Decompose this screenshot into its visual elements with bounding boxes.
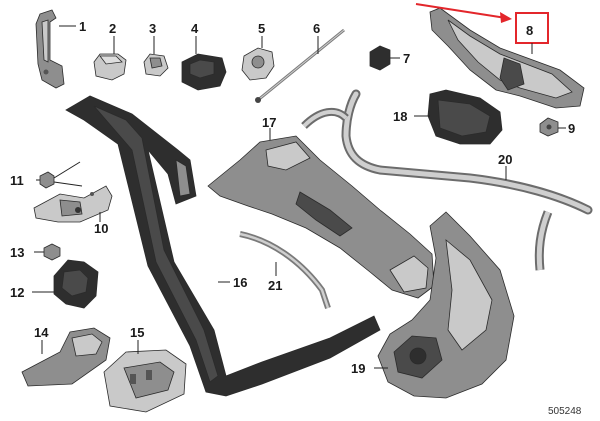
part-7-rubber-plug[interactable] — [369, 45, 391, 71]
highlight-arrow — [415, 3, 512, 23]
part-15-bracket[interactable] — [103, 349, 187, 413]
part-1-bracket[interactable] — [35, 9, 65, 89]
callout-5: 5 — [258, 21, 265, 36]
diagram-reference-number: 505248 — [548, 406, 582, 417]
callout-12: 12 — [10, 285, 24, 300]
callout-9: 9 — [568, 121, 575, 136]
part-13-nut[interactable] — [43, 243, 61, 261]
callout-2: 2 — [109, 21, 116, 36]
part-20-tube[interactable] — [301, 89, 593, 271]
callout-18: 18 — [393, 109, 407, 124]
part-19-housing[interactable] — [377, 211, 515, 399]
callout-16: 16 — [233, 275, 247, 290]
part-12-holder[interactable] — [53, 259, 99, 309]
callout-6: 6 — [313, 21, 320, 36]
part-16-support-bracket[interactable] — [65, 95, 381, 397]
part-10-bracket[interactable] — [33, 185, 113, 223]
callout-10: 10 — [94, 221, 108, 236]
part-9-nut[interactable] — [539, 117, 559, 137]
callout-13: 13 — [10, 245, 24, 260]
part-17-panel[interactable] — [207, 135, 435, 299]
part-18-cover[interactable] — [427, 89, 503, 145]
callout-3: 3 — [149, 21, 156, 36]
part-2-clip[interactable] — [93, 53, 127, 81]
callout-17: 17 — [262, 115, 276, 130]
callout-14: 14 — [34, 325, 49, 340]
callout-21: 21 — [268, 278, 282, 293]
part-11-clip[interactable] — [39, 171, 55, 189]
callout-1: 1 — [79, 19, 86, 34]
callout-7: 7 — [403, 51, 410, 66]
callout-15: 15 — [130, 325, 144, 340]
callout-4: 4 — [191, 21, 199, 36]
part-3-clip[interactable] — [143, 53, 169, 77]
part-21-strip[interactable] — [239, 231, 331, 309]
part-14-clip[interactable] — [21, 327, 111, 387]
callout-11: 11 — [10, 173, 24, 188]
part-8-air-duct[interactable] — [429, 7, 585, 109]
part-5-clip[interactable] — [241, 47, 275, 81]
callout-8: 8 — [526, 23, 533, 38]
part-4-rubber-grommet[interactable] — [181, 53, 227, 91]
part-6-cable-tie[interactable] — [255, 28, 345, 103]
callout-19: 19 — [351, 361, 365, 376]
callout-20: 20 — [498, 152, 512, 167]
